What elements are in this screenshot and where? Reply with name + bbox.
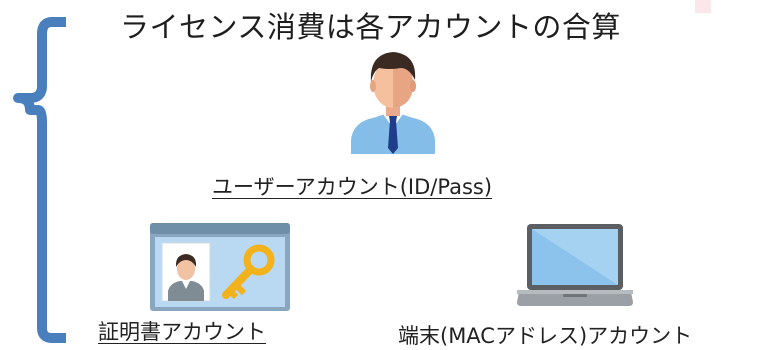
curly-brace xyxy=(13,17,66,343)
device-account-label: 端末(MACアドレス)アカウント xyxy=(398,324,693,348)
certificate-key-icon xyxy=(150,223,290,311)
certificate-account-label: 証明書アカウント xyxy=(98,320,266,344)
businessman-icon xyxy=(351,52,435,154)
corner-decoration xyxy=(695,0,711,13)
user-account-label: ユーザーアカウント(ID/Pass) xyxy=(212,175,493,199)
laptop-icon xyxy=(517,224,633,306)
diagram-title: ライセンス消費は各アカウントの合算 xyxy=(120,10,621,44)
